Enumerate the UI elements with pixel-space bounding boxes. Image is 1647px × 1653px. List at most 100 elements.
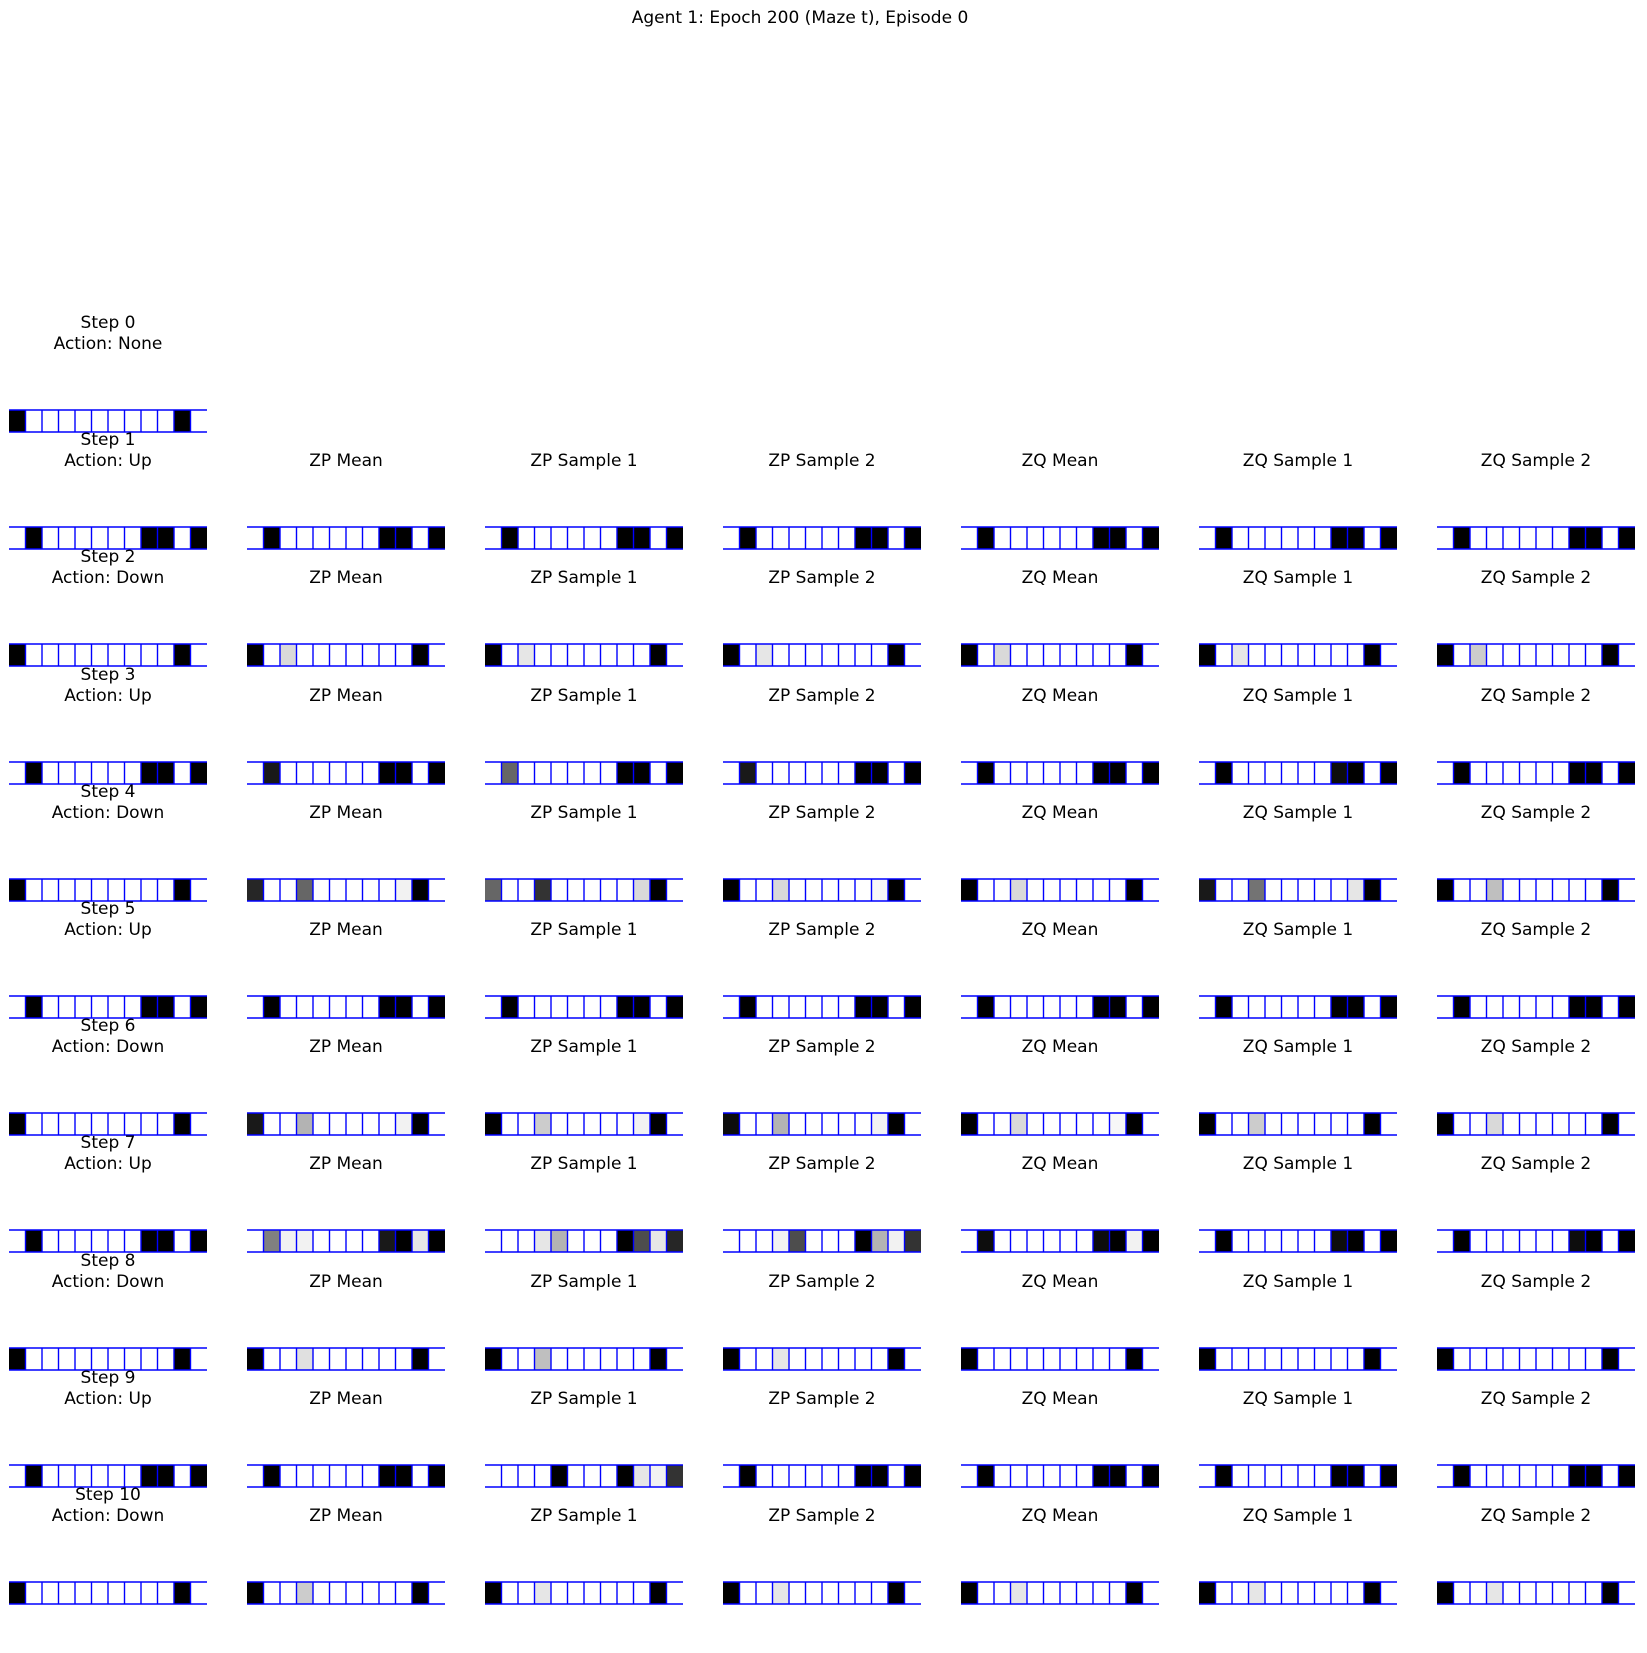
state-cell [666, 644, 683, 667]
state-strip [723, 1464, 921, 1488]
state-cell [961, 878, 978, 901]
state-cell [75, 644, 92, 667]
state-cell [855, 1347, 872, 1370]
state-cell [1232, 878, 1249, 901]
state-cell [1248, 1347, 1265, 1370]
state-cell [1076, 1582, 1093, 1604]
state-cell [855, 1230, 872, 1253]
state-cell [904, 996, 921, 1018]
state-cell [617, 996, 634, 1018]
state-cell [1281, 996, 1298, 1018]
panel-title: ZQ Sample 2 [1480, 1154, 1592, 1175]
state-cell [1265, 761, 1282, 784]
state-cell [190, 527, 207, 550]
state-cell [822, 527, 839, 550]
state-cell [263, 527, 280, 550]
state-cell [1331, 1230, 1348, 1253]
state-cell [395, 1113, 412, 1136]
state-cell [9, 1582, 26, 1604]
state-cell [1486, 1582, 1503, 1604]
state-cell [501, 1347, 518, 1370]
state-cell [756, 1582, 773, 1604]
state-cell [1010, 1582, 1027, 1604]
action-label: Action: Up [64, 1154, 152, 1175]
state-cell [756, 1347, 773, 1370]
panel-title: ZP Sample 1 [530, 1154, 638, 1175]
state-cell [756, 761, 773, 784]
state-cell [58, 644, 75, 667]
state-cell [723, 1113, 740, 1136]
state-cell [1314, 1230, 1331, 1253]
state-cell [723, 1582, 740, 1604]
state-cell [9, 1347, 26, 1370]
state-cell [904, 644, 921, 667]
state-cell [994, 1230, 1011, 1253]
state-cell [428, 1347, 445, 1370]
state-cell [75, 1582, 92, 1604]
state-cell [42, 878, 59, 901]
state-cell [1281, 527, 1298, 550]
state-cell [174, 527, 191, 550]
state-cell [1437, 1230, 1454, 1253]
state-cell [141, 1464, 158, 1487]
state-cell [25, 1347, 42, 1370]
state-cell [362, 644, 379, 667]
state-cell [1060, 1347, 1077, 1370]
state-cell [174, 878, 191, 901]
state-cell [1215, 996, 1232, 1018]
state-cell [739, 1113, 756, 1136]
state-cell [1618, 996, 1635, 1018]
state-strip [1199, 995, 1397, 1019]
state-cell [1503, 761, 1520, 784]
state-cell [977, 644, 994, 667]
state-strip [485, 1112, 683, 1136]
state-cell [1331, 1582, 1348, 1604]
state-cell [1109, 1347, 1126, 1370]
state-cell [247, 1347, 264, 1370]
state-cell [650, 878, 667, 901]
state-cell [296, 761, 313, 784]
state-cell [567, 1113, 584, 1136]
state-cell [362, 1464, 379, 1487]
state-cell [1364, 761, 1381, 784]
state-cell [296, 1582, 313, 1604]
state-cell [91, 527, 108, 550]
state-cell [190, 1113, 207, 1136]
state-cell [1602, 1347, 1619, 1370]
state-strip [1199, 643, 1397, 668]
state-cell [485, 1113, 502, 1136]
state-cell [1265, 1230, 1282, 1253]
state-cell [1215, 1582, 1232, 1604]
state-cell [1437, 761, 1454, 784]
state-cell [501, 1113, 518, 1136]
state-cell [313, 644, 330, 667]
state-cell [534, 1230, 551, 1253]
state-cell [296, 996, 313, 1018]
state-cell [650, 996, 667, 1018]
panel-title: ZP Mean [309, 920, 383, 940]
state-cell [91, 1230, 108, 1253]
state-cell [617, 644, 634, 667]
state-cell [329, 1230, 346, 1253]
state-cell [666, 1464, 683, 1487]
step-label: Step 2 [80, 547, 136, 568]
state-cell [822, 761, 839, 784]
state-cell [1552, 1113, 1569, 1136]
state-cell [723, 996, 740, 1018]
state-cell [1331, 1347, 1348, 1370]
panel-title: ZQ Sample 1 [1242, 1388, 1354, 1409]
state-cell [1437, 1582, 1454, 1604]
state-cell [1602, 644, 1619, 667]
state-cell [124, 1113, 141, 1136]
state-cell [1248, 878, 1265, 901]
state-cell [247, 996, 264, 1018]
state-cell [1503, 1582, 1520, 1604]
state-cell [1470, 1230, 1487, 1253]
state-cell [888, 996, 905, 1018]
state-cell [1215, 1113, 1232, 1136]
state-cell [1076, 1347, 1093, 1370]
state-cell [1453, 761, 1470, 784]
